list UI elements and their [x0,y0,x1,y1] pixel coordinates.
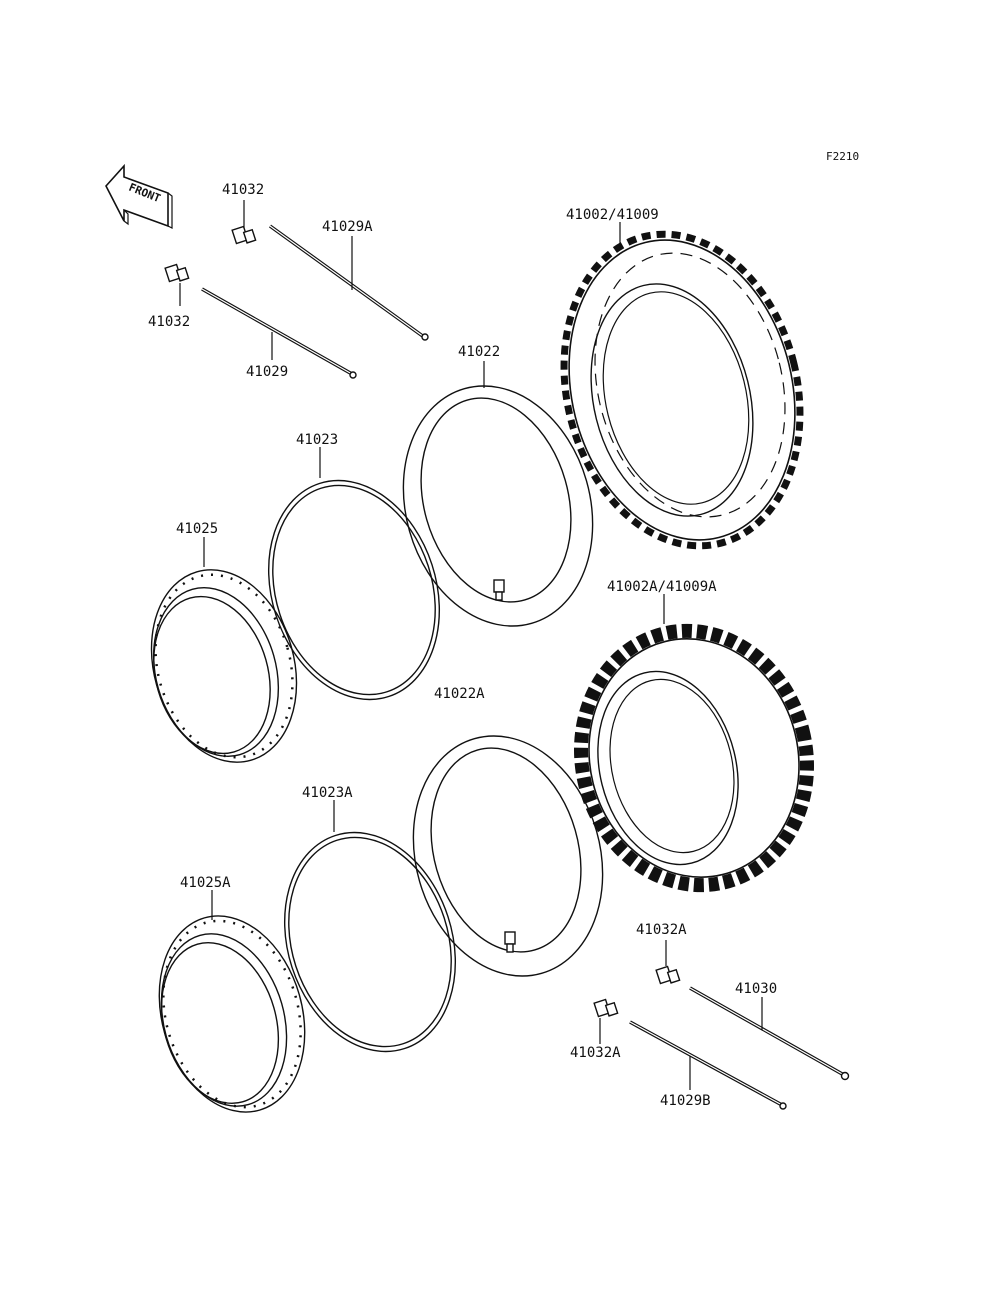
label-41022A: 41022A [434,686,485,702]
label-41029B: 41029B [660,1093,711,1109]
valve-core-41032-mid [164,263,190,283]
label-41002: 41002/41009 [566,207,659,223]
rim-band-41023A [283,831,457,1053]
label-41032A-top: 41032A [636,922,687,938]
figure-ref: F2210 [826,150,859,163]
tire-41002A-41009A [574,623,814,893]
tube-41022 [402,385,594,627]
spoke-41029 [201,287,357,379]
label-41029: 41029 [246,364,288,380]
valve-core-41032-top [231,225,257,245]
label-41022: 41022 [458,344,500,360]
label-41025: 41025 [176,521,218,537]
spoke-41029B [629,1020,787,1110]
label-41032-top: 41032 [222,182,264,198]
valve-core-41032A-bot [593,998,619,1018]
label-41023A: 41023A [302,785,353,801]
label-41032-mid: 41032 [148,314,190,330]
tire-41002-41009 [560,230,804,550]
tube-41022A [412,735,604,977]
spoke-41030 [689,986,850,1081]
label-41023: 41023 [296,432,338,448]
spoke-41029A [268,224,429,341]
label-41025A: 41025A [180,875,231,891]
valve-core-41032A-top [655,965,681,985]
rim-41025A [158,915,306,1113]
rim-band-41023 [267,479,441,701]
label-41032A-bot: 41032A [570,1045,621,1061]
label-41030: 41030 [735,981,777,997]
front-arrow-icon: FRONT [105,163,173,229]
rim-41025 [150,569,298,763]
label-41002A: 41002A/41009A [607,579,717,595]
label-41029A: 41029A [322,219,373,235]
